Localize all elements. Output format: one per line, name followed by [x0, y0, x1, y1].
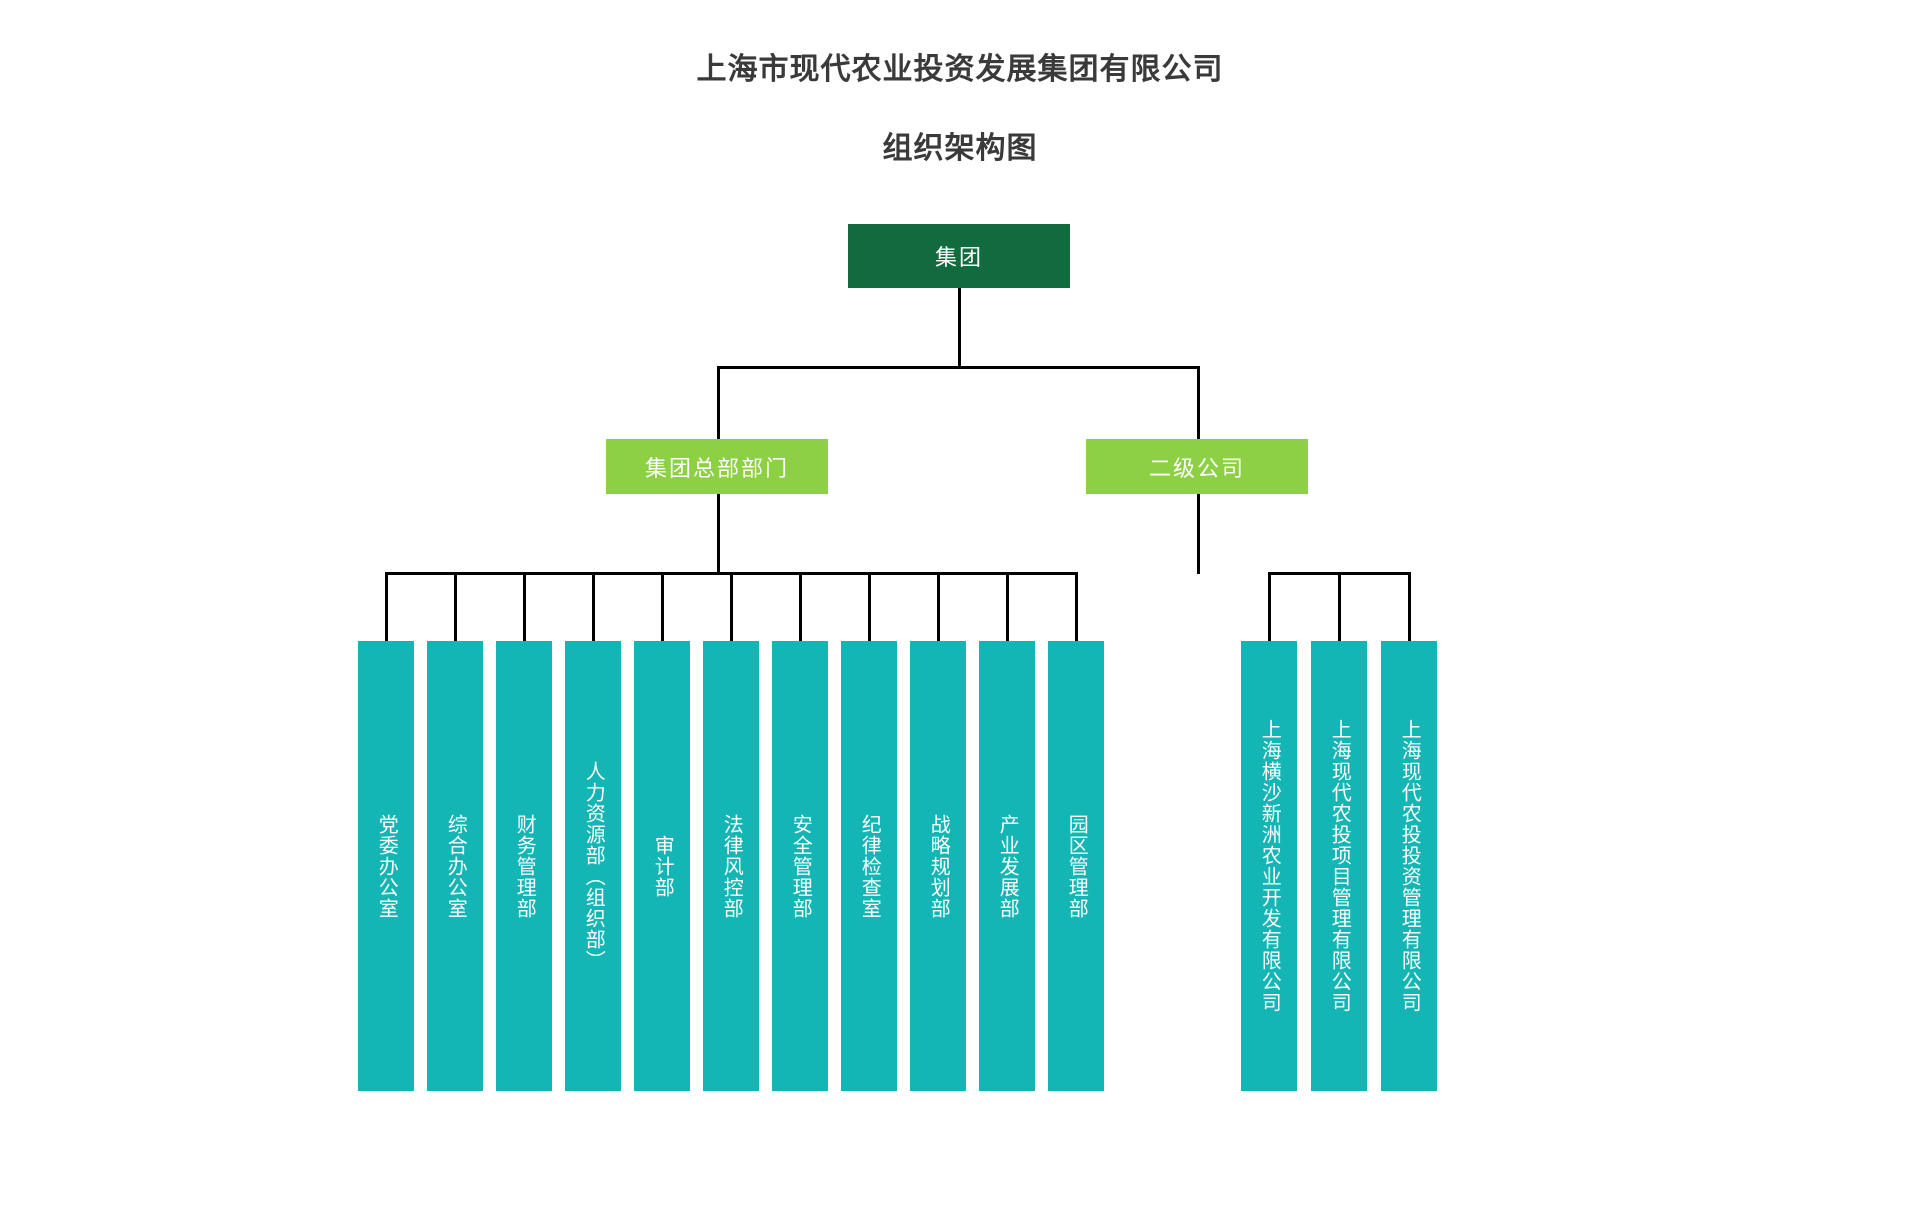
connector-drop-dept-9 [937, 572, 940, 641]
connector-to-hq-group [717, 366, 720, 439]
connector-drop-dept-10 [1006, 572, 1009, 641]
node-department-party-committee-office[interactable]: 党委办公室 [358, 641, 414, 1091]
connector-drop-company-2 [1338, 572, 1341, 641]
node-department-park-management[interactable]: 园区管理部 [1048, 641, 1104, 1091]
page-title: 上海市现代农业投资发展集团有限公司 [696, 53, 1224, 86]
connector-drop-company-3 [1408, 572, 1411, 641]
connector-drop-dept-8 [868, 572, 871, 641]
node-headquarters-departments[interactable]: 集团总部部门 [606, 439, 828, 494]
node-department-industrial-development[interactable]: 产业发展部 [979, 641, 1035, 1091]
node-company-investment-management[interactable]: 上海现代农投投资管理有限公司 [1381, 641, 1437, 1091]
connector-drop-dept-6 [730, 572, 733, 641]
node-department-general-office[interactable]: 综合办公室 [427, 641, 483, 1091]
node-department-strategic-planning[interactable]: 战略规划部 [910, 641, 966, 1091]
node-department-audit[interactable]: 审计部 [634, 641, 690, 1091]
page-subtitle: 组织架构图 [882, 131, 1038, 165]
node-department-safety-management[interactable]: 安全管理部 [772, 641, 828, 1091]
connector-drop-dept-1 [385, 572, 388, 641]
connector-level2-bar [717, 366, 1200, 369]
node-department-discipline-inspection[interactable]: 纪律检查室 [841, 641, 897, 1091]
title-block: 上海市现代农业投资发展集团有限公司 组织架构图 [0, 50, 1920, 169]
connector-sub-stem [1197, 494, 1200, 574]
node-department-human-resources[interactable]: 人力资源部（组织部） [565, 641, 621, 1091]
connector-hq-stem [717, 494, 720, 574]
connector-drop-dept-5 [661, 572, 664, 641]
node-department-financial-management[interactable]: 财务管理部 [496, 641, 552, 1091]
connector-root-stem [958, 288, 961, 368]
connector-drop-dept-4 [592, 572, 595, 641]
connector-drop-company-1 [1268, 572, 1271, 641]
connector-drop-dept-3 [523, 572, 526, 641]
node-company-hengsha-xinzhou-agriculture[interactable]: 上海横沙新洲农业开发有限公司 [1241, 641, 1297, 1091]
node-subsidiary-companies[interactable]: 二级公司 [1086, 439, 1308, 494]
node-company-project-management[interactable]: 上海现代农投项目管理有限公司 [1311, 641, 1367, 1091]
connector-to-sub-group [1197, 366, 1200, 439]
node-department-legal-risk-control[interactable]: 法律风控部 [703, 641, 759, 1091]
node-group-root[interactable]: 集团 [848, 224, 1070, 288]
connector-drop-dept-11 [1075, 572, 1078, 641]
connector-drop-dept-2 [454, 572, 457, 641]
connector-drop-dept-7 [799, 572, 802, 641]
